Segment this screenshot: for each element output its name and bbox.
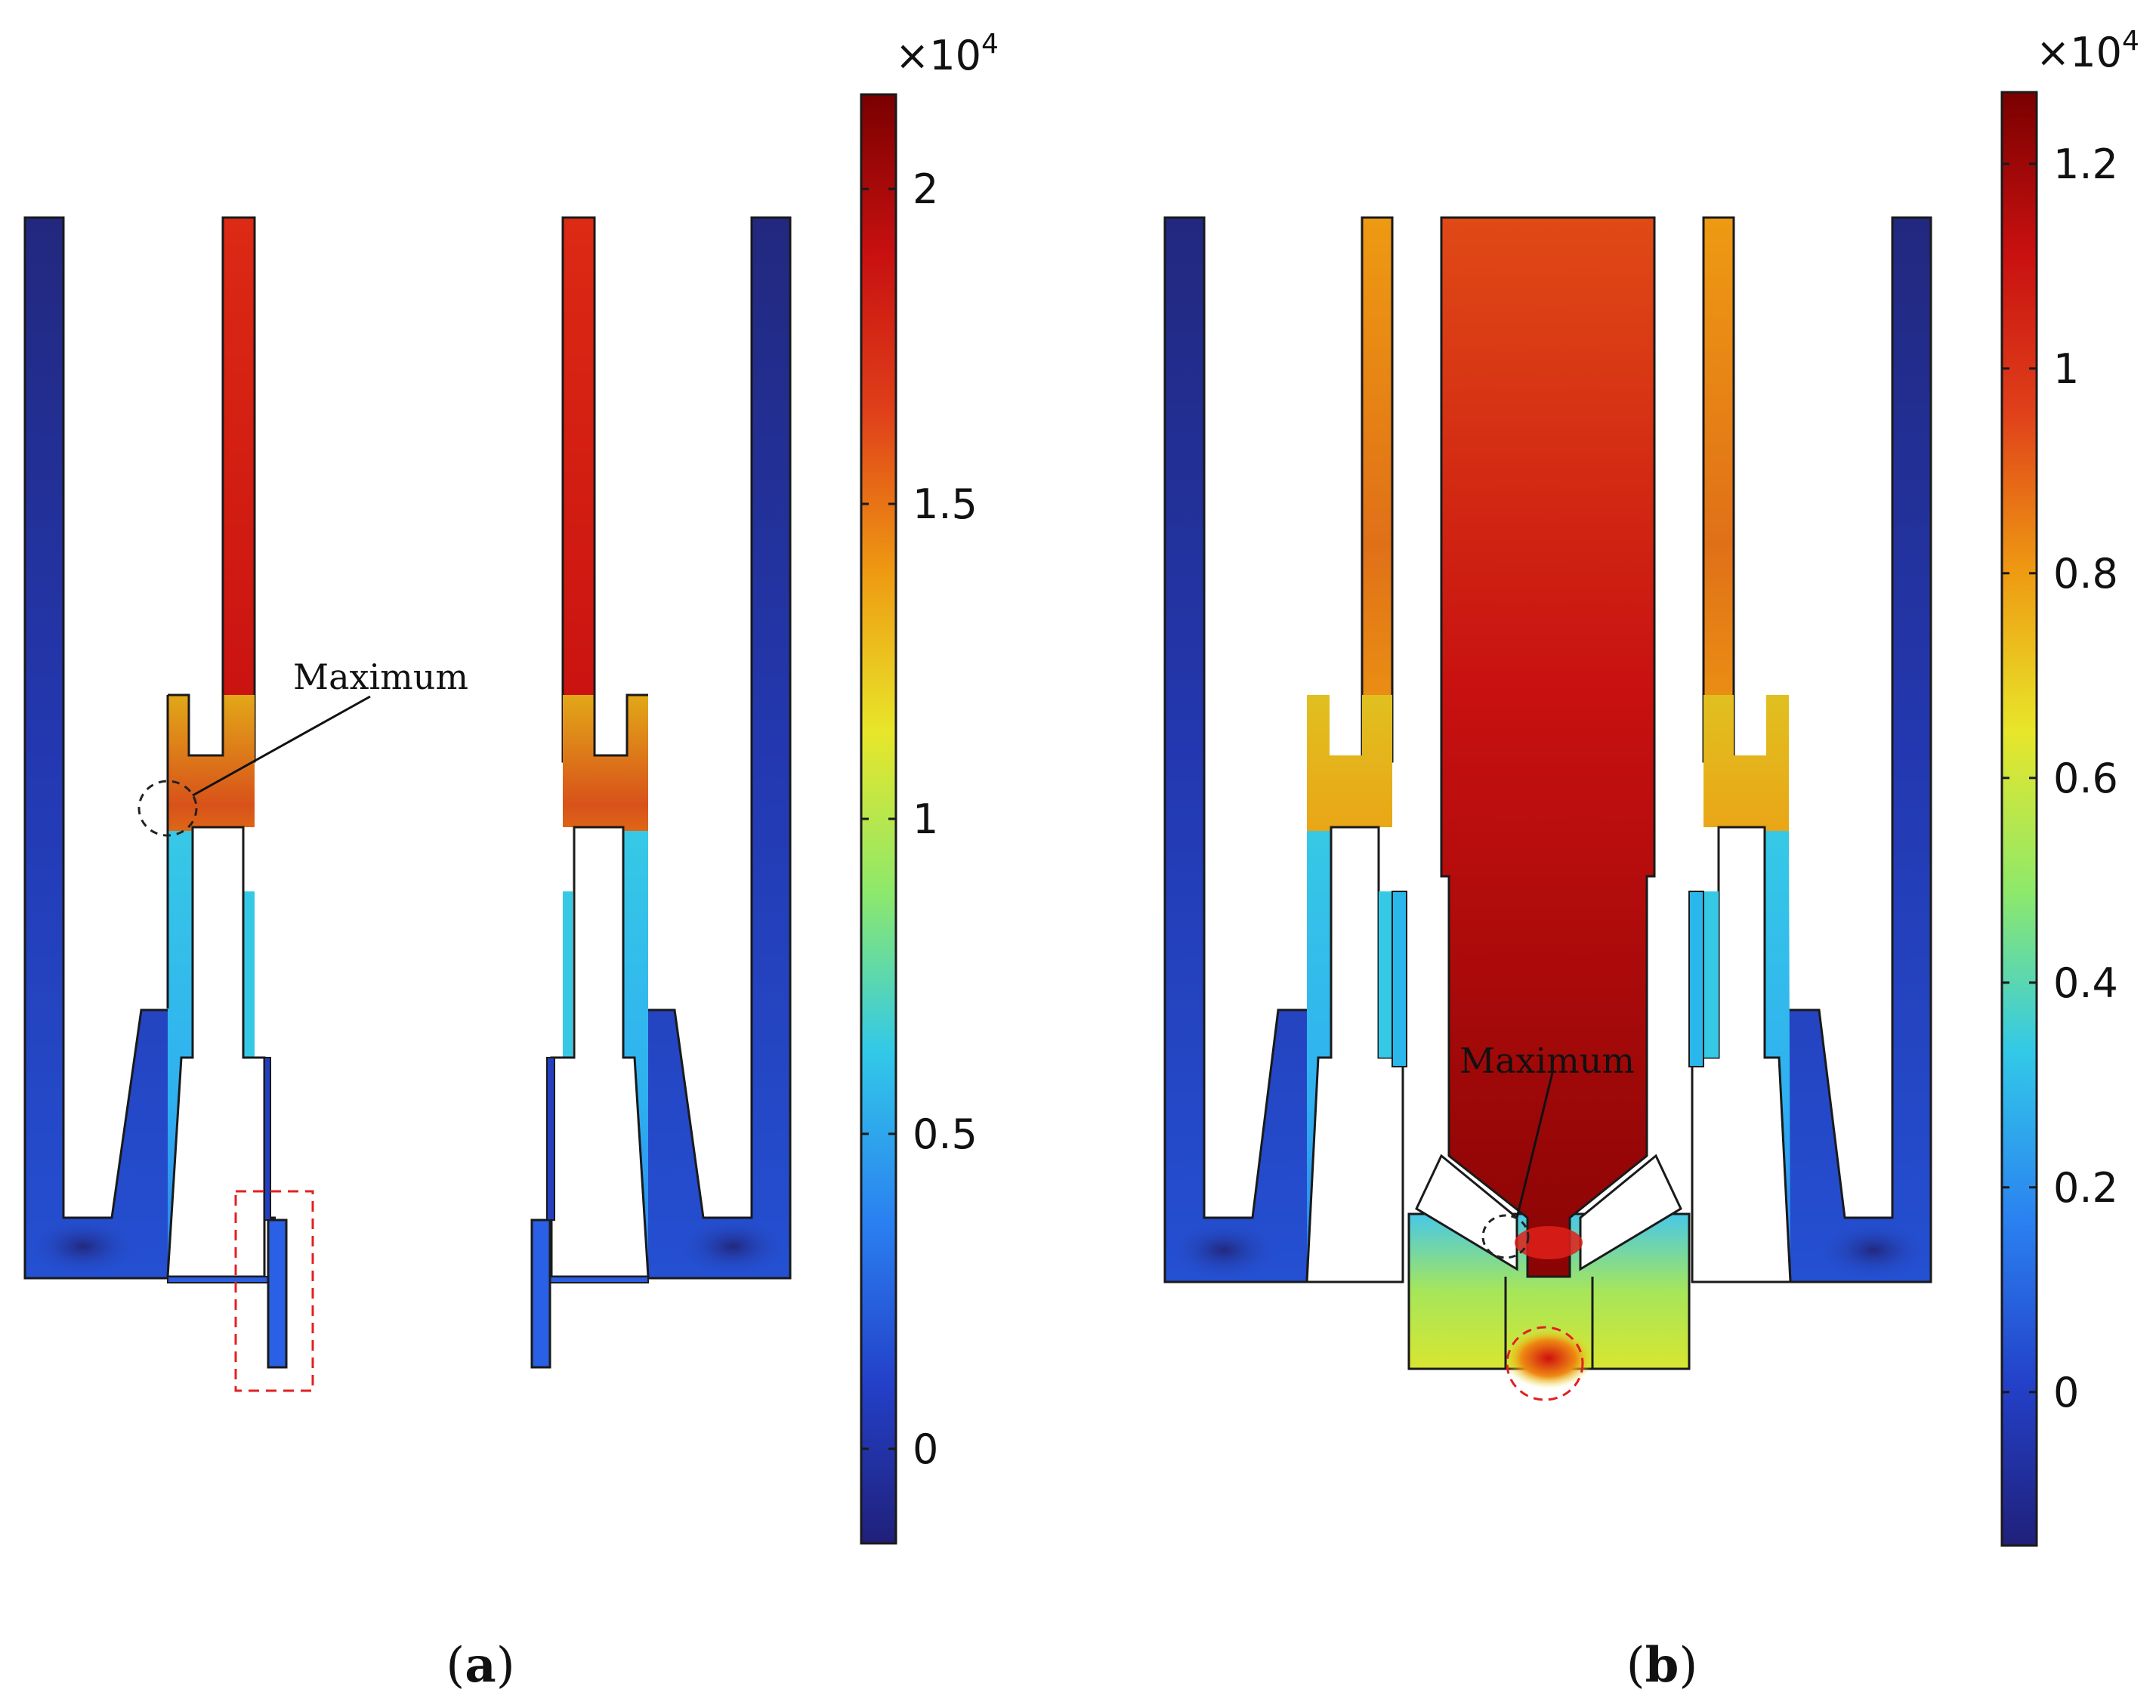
colorbar-a-ticks: 2 1.5 1 0.5 0 bbox=[861, 165, 978, 1473]
outer-cup-b-right bbox=[1779, 218, 1931, 1282]
colorbar-b-tick-label: 1 bbox=[2053, 345, 2079, 393]
colorbar-b-tick-label: 0.2 bbox=[2053, 1164, 2118, 1212]
v-notch-left bbox=[1415, 1154, 1518, 1271]
panel-a-label: (a) bbox=[446, 1637, 514, 1694]
foot-b-right bbox=[1688, 891, 1704, 1067]
pin bbox=[267, 1218, 288, 1369]
corner-stress-b-left bbox=[1167, 1220, 1280, 1280]
collar-right-outline bbox=[593, 693, 648, 757]
colorbar-a-tick-label: 0 bbox=[913, 1425, 938, 1473]
bottom-plate-right bbox=[540, 1276, 649, 1283]
colorbar-b-multiplier: ×104 bbox=[2036, 26, 2139, 76]
hot-spot-b bbox=[1503, 1328, 1594, 1388]
highlight-circle-b bbox=[1506, 1326, 1584, 1401]
thin-wall bbox=[264, 1057, 271, 1221]
inner-rod-right bbox=[561, 216, 596, 763]
colorbar-b-bar bbox=[2000, 91, 2038, 1547]
outer-cup-right-outline bbox=[633, 216, 792, 1280]
thin-wall-right bbox=[546, 1057, 555, 1221]
corner-stress-b-right bbox=[1817, 1220, 1930, 1280]
outer-cup-left bbox=[25, 218, 181, 1278]
sleeve-b-right-rod bbox=[1702, 216, 1735, 763]
annotation-a: Maximum bbox=[293, 656, 468, 697]
bottom-plate bbox=[167, 1276, 276, 1283]
colorbar-a: 2 1.5 1 0.5 0 ×104 bbox=[860, 29, 999, 1545]
colorbar-b: 1.2 1 0.8 0.6 0.4 0.2 0 ×104 bbox=[2000, 26, 2139, 1547]
colorbar-a-multiplier: ×104 bbox=[895, 29, 999, 79]
central-piston-b bbox=[1440, 216, 1656, 1278]
colorbar-b-tick-label: 0.4 bbox=[2053, 959, 2118, 1007]
collar-outline bbox=[168, 693, 224, 757]
colorbar-b-tick-label: 1.2 bbox=[2053, 141, 2118, 188]
outer-cup-right bbox=[635, 218, 790, 1278]
colorbar-b-exponent: 4 bbox=[2122, 26, 2139, 57]
sleeve-right-strip2 bbox=[563, 891, 573, 1058]
v-notch-right bbox=[1579, 1154, 1682, 1271]
colorbar-b-ticks: 1.2 1 0.8 0.6 0.4 0.2 0 bbox=[2002, 141, 2118, 1416]
outer-cup-b-right-outline bbox=[1778, 216, 1932, 1283]
notch-hot-b bbox=[1515, 1226, 1583, 1259]
colorbar-b-tick-label: 0 bbox=[2053, 1369, 2079, 1416]
corner-stress-right bbox=[676, 1216, 789, 1277]
colorbar-a-tick-label: 1.5 bbox=[913, 480, 978, 528]
outer-cup-b-left bbox=[1165, 218, 1318, 1282]
corner-stress-left bbox=[26, 1216, 140, 1277]
outer-cup-left-outline bbox=[23, 216, 183, 1280]
max-leader-a bbox=[192, 695, 371, 797]
colorbar-b-tick-label: 0.8 bbox=[2053, 550, 2118, 598]
sleeve-b-left-rod bbox=[1361, 216, 1394, 763]
max-marker-b bbox=[1481, 1214, 1530, 1259]
strip-b-left bbox=[1379, 891, 1392, 1058]
max-marker-a bbox=[137, 780, 198, 837]
panel-b-label: (b) bbox=[1626, 1637, 1698, 1694]
colorbar-a-tick-label: 2 bbox=[913, 165, 938, 213]
inner-rod bbox=[221, 216, 256, 763]
outer-cup-b-left-outline bbox=[1163, 216, 1320, 1283]
annotation-b: Maximum bbox=[1459, 1040, 1635, 1081]
foot-b-left bbox=[1392, 891, 1407, 1067]
sleeve-right-strip bbox=[243, 891, 255, 1058]
pin-right bbox=[530, 1218, 551, 1369]
highlight-box-a bbox=[234, 1190, 314, 1392]
panel-a: Maximum 2 1.5 1 0.5 0 ×104 (a) bbox=[23, 29, 999, 1694]
colorbar-b-tick-label: 0.6 bbox=[2053, 755, 2118, 802]
colorbar-a-exponent: 4 bbox=[981, 29, 999, 60]
strip-b-right bbox=[1703, 891, 1719, 1058]
panel-a-left-section: Maximum bbox=[23, 216, 468, 1392]
colorbar-a-tick-label: 1 bbox=[913, 795, 938, 843]
panel-b: Maximum 1.2 1 0.8 0.6 0.4 0.2 0 ×104 (b) bbox=[1163, 26, 2139, 1694]
panel-a-right-section bbox=[530, 216, 792, 1369]
max-leader-b bbox=[1515, 1072, 1554, 1218]
colorbar-a-tick-label: 0.5 bbox=[913, 1110, 978, 1158]
